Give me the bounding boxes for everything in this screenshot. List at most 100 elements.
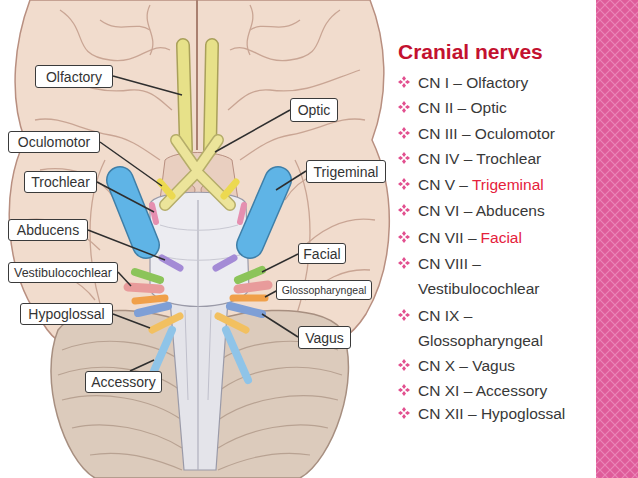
list-item: CN V –Trigeminal bbox=[418, 172, 578, 197]
nerve-list-item: CN VI – Abducens bbox=[418, 202, 545, 219]
nerve-roots bbox=[128, 287, 160, 289]
nerve-roots bbox=[120, 45, 278, 380]
cerebrum bbox=[196, 0, 198, 150]
nerve-list-item: CN XII – Hypoglossal bbox=[418, 405, 565, 422]
cerebrum bbox=[9, 0, 389, 345]
nerve-label: Glossopharyngeal bbox=[282, 284, 367, 296]
nerve-label: Accessory bbox=[91, 374, 156, 390]
nerve-roots bbox=[160, 182, 172, 196]
cerebellum bbox=[218, 396, 338, 420]
leader-lines bbox=[113, 314, 150, 328]
cerebellum bbox=[90, 453, 182, 470]
nerve-roots bbox=[160, 182, 236, 196]
nerve-roots bbox=[135, 272, 160, 280]
brainstem bbox=[170, 300, 228, 470]
cerebrum bbox=[230, 10, 340, 61]
nerve-roots bbox=[135, 298, 265, 301]
nerve-roots bbox=[152, 205, 156, 222]
nerve-label: Trigeminal bbox=[314, 164, 379, 180]
nerve-label-box: Vagus bbox=[298, 326, 351, 349]
highlighted-nerve: Trigeminal bbox=[472, 176, 544, 193]
nerve-label: Optic bbox=[298, 102, 331, 118]
nerve-label-box: Abducens bbox=[8, 219, 88, 241]
list-item: CN I – Olfactory bbox=[418, 70, 578, 95]
nerve-roots bbox=[183, 45, 212, 150]
brainstem bbox=[158, 225, 240, 260]
list-item: CN VII –Facial bbox=[418, 225, 578, 250]
nerve-label-box: Trochlear bbox=[24, 171, 97, 193]
list-item: CN XI – Accessory bbox=[418, 378, 578, 403]
brainstem bbox=[197, 200, 198, 470]
nerve-roots bbox=[183, 45, 212, 150]
nerve-label: Abducens bbox=[17, 222, 79, 238]
nerve-roots bbox=[138, 306, 168, 313]
nerve-roots bbox=[238, 270, 262, 280]
nerve-roots bbox=[216, 258, 234, 268]
nerve-roots bbox=[176, 140, 218, 170]
nerve-list-item: CN II – Optic bbox=[418, 99, 507, 116]
nerve-label-box: Vestibulocochlear bbox=[8, 262, 118, 283]
nerve-roots bbox=[162, 258, 234, 268]
leader-lines bbox=[100, 142, 162, 186]
list-item: CN VIII – Vestibulocochlear bbox=[418, 251, 578, 301]
nerve-label: Vestibulocochlear bbox=[14, 266, 112, 280]
leader-lines bbox=[88, 76, 306, 371]
nerve-roots bbox=[240, 205, 244, 222]
nerve-roots bbox=[152, 316, 180, 330]
nerve-roots bbox=[218, 316, 246, 330]
cerebellum bbox=[72, 425, 182, 448]
cerebrum bbox=[9, 0, 389, 345]
list-bullets bbox=[398, 257, 410, 269]
nerve-list-item: CN IX – Glossopharyngeal bbox=[418, 307, 543, 349]
side-stripe bbox=[596, 0, 638, 478]
nerve-label-box: Glossopharyngeal bbox=[276, 280, 372, 300]
cerebrum bbox=[60, 10, 170, 61]
nerve-roots bbox=[120, 180, 278, 245]
nerve-roots bbox=[226, 330, 248, 380]
list-bullets bbox=[398, 231, 410, 243]
nerve-list-item: CN I – Olfactory bbox=[418, 74, 528, 91]
cerebellum bbox=[220, 367, 342, 390]
nerve-roots bbox=[120, 180, 278, 245]
nerve-list-item: CN IV – Trochlear bbox=[418, 150, 541, 167]
list-bullets bbox=[398, 178, 410, 190]
nerve-label: Trochlear bbox=[31, 174, 90, 190]
nerve-roots bbox=[152, 205, 244, 222]
nerve-roots bbox=[128, 285, 268, 289]
nerve-list-item: CN X – Vagus bbox=[418, 357, 515, 374]
nerve-roots bbox=[150, 330, 248, 380]
nerve-roots bbox=[120, 180, 146, 245]
leader-lines bbox=[130, 360, 154, 371]
list-item: CN X – Vagus bbox=[418, 353, 578, 378]
list-bullets bbox=[398, 204, 410, 216]
leader-lines bbox=[88, 230, 165, 260]
nerve-list-item: CN VII – bbox=[418, 229, 477, 246]
list-bullets bbox=[398, 309, 410, 321]
nerve-roots bbox=[224, 182, 236, 196]
leader-lines bbox=[97, 182, 154, 212]
cerebrum bbox=[250, 20, 300, 30]
leader-lines bbox=[215, 110, 290, 152]
nerve-roots bbox=[183, 45, 186, 150]
nerve-label: Hypoglossal bbox=[28, 306, 104, 322]
nerve-label: Vagus bbox=[305, 330, 344, 346]
nerve-label-box: Hypoglossal bbox=[20, 303, 113, 325]
nerve-roots bbox=[250, 180, 278, 245]
leader-lines bbox=[276, 171, 306, 190]
nerve-label-box: Optic bbox=[290, 98, 338, 122]
list-bullets bbox=[398, 407, 410, 419]
highlighted-nerve: Facial bbox=[481, 229, 522, 246]
nerve-list-item: CN VIII – Vestibulocochlear bbox=[418, 255, 540, 297]
nerve-roots bbox=[135, 298, 165, 301]
list-item: CN IX – Glossopharyngeal bbox=[418, 303, 578, 353]
list-bullets bbox=[398, 359, 410, 371]
brainstem bbox=[185, 310, 211, 400]
cerebellum bbox=[218, 425, 328, 448]
nerve-roots bbox=[183, 45, 186, 150]
slide-title: Cranial nerves bbox=[398, 40, 543, 64]
nerve-label-box: Olfactory bbox=[35, 65, 113, 88]
list-item: CN XII – Hypoglossal bbox=[418, 401, 578, 426]
list-bullets bbox=[398, 127, 410, 139]
nerve-label: Olfactory bbox=[46, 69, 102, 85]
list-item: CN VI – Abducens bbox=[418, 198, 578, 223]
